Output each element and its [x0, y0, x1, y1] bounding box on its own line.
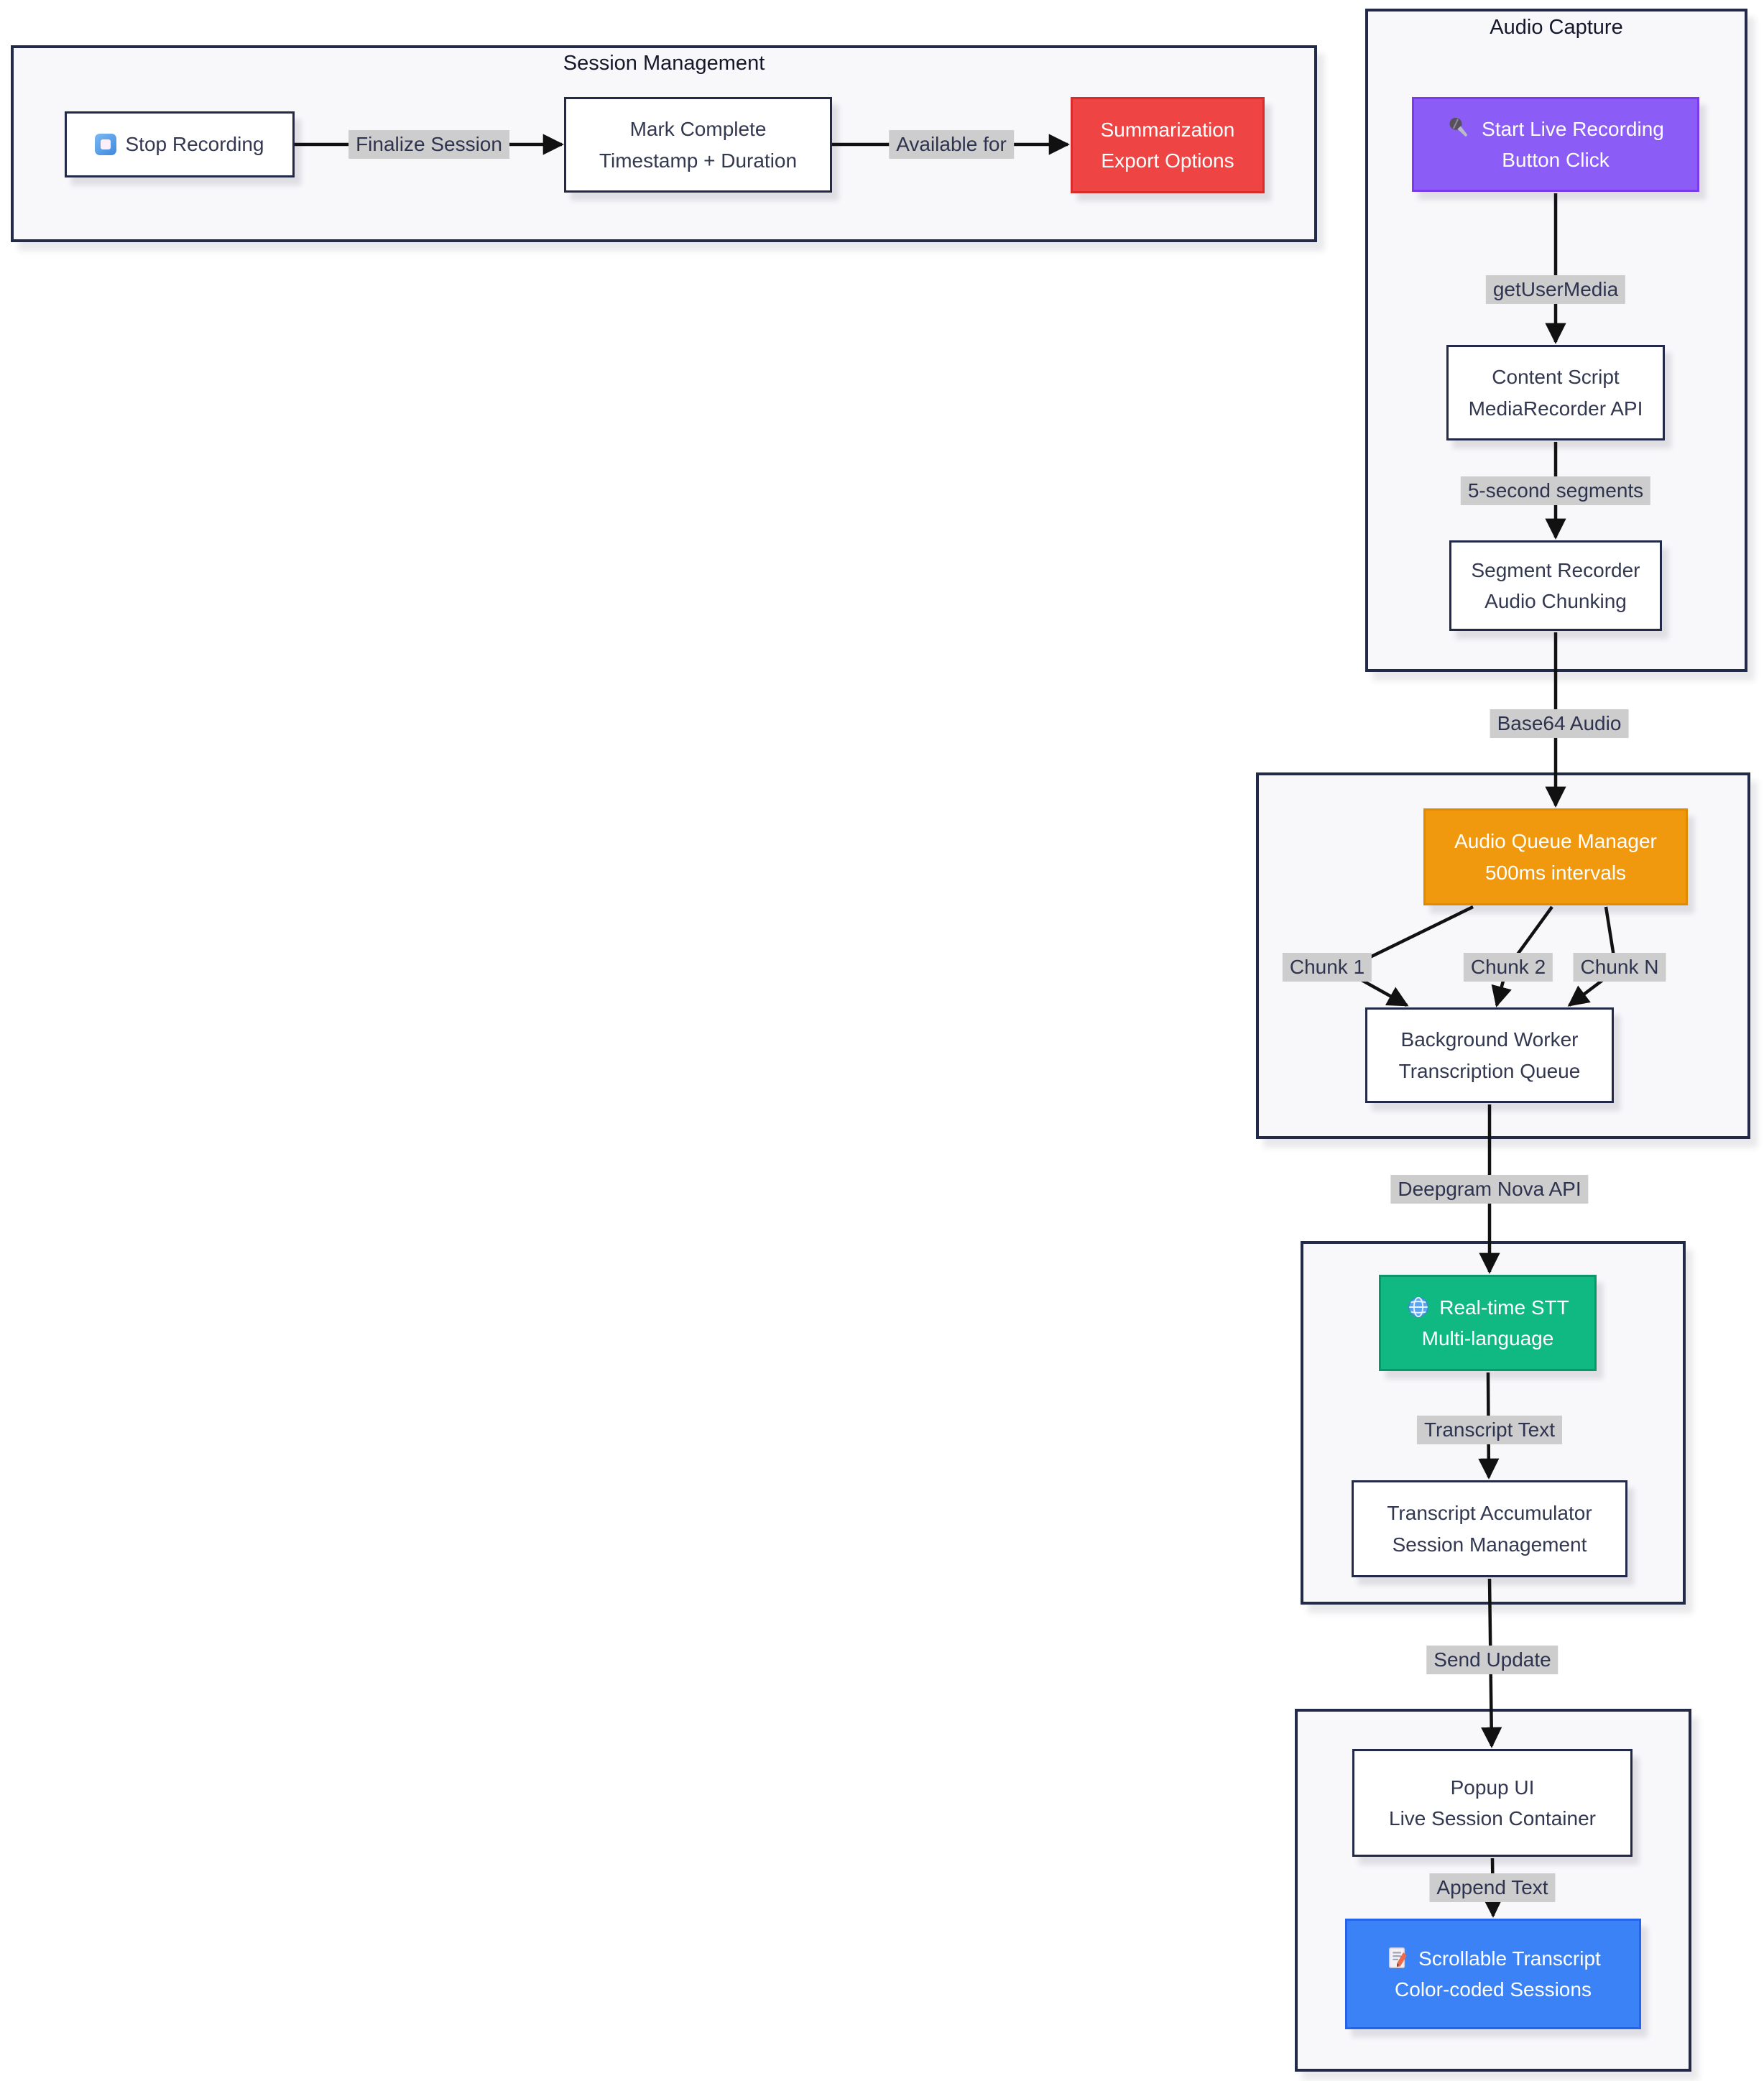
node-popup-ui: Popup UI Live Session Container [1352, 1749, 1633, 1857]
node-audio-queue-line1: Audio Queue Manager [1454, 830, 1657, 853]
subgraph-title-audio-capture: Audio Capture [1490, 16, 1623, 39]
node-transcript-accumulator-line2: Session Management [1392, 1533, 1587, 1556]
node-segment-recorder: Segment Recorder Audio Chunking [1449, 540, 1662, 631]
node-start-recording-line2: Button Click [1502, 149, 1610, 171]
node-summarization-line2: Export Options [1101, 149, 1234, 172]
edge-label-transcript-text: Transcript Text [1416, 1416, 1563, 1444]
edge-label-getusermedia: getUserMedia [1485, 275, 1626, 304]
stop-icon [95, 133, 117, 155]
edge-label-5-second-segments: 5-second segments [1460, 476, 1651, 505]
globe-icon [1406, 1295, 1431, 1319]
node-background-worker: Background Worker Transcription Queue [1365, 1007, 1614, 1103]
node-start-live-recording: Start Live Recording Button Click [1412, 97, 1699, 192]
edge-label-chunk-2: Chunk 2 [1463, 953, 1553, 982]
edge-label-finalize-session: Finalize Session [348, 130, 509, 159]
node-segment-recorder-line2: Audio Chunking [1484, 590, 1627, 612]
node-segment-recorder-line1: Segment Recorder [1471, 558, 1640, 581]
node-mark-complete-line1: Mark Complete [629, 118, 767, 141]
edge-label-append-text: Append Text [1429, 1873, 1556, 1902]
edge-label-available-for: Available for [889, 130, 1014, 159]
node-content-script-line2: MediaRecorder API [1468, 397, 1643, 420]
node-background-worker-line2: Transcription Queue [1398, 1059, 1581, 1082]
node-popup-ui-line1: Popup UI [1450, 1776, 1535, 1799]
node-audio-queue-manager: Audio Queue Manager 500ms intervals [1423, 808, 1688, 905]
edge-label-base64-audio: Base64 Audio [1490, 709, 1629, 738]
memo-icon [1385, 1946, 1410, 1970]
node-scrollable-transcript-line2: Color-coded Sessions [1395, 1978, 1592, 2001]
node-stop-recording: Stop Recording [65, 111, 295, 177]
node-start-recording-line1: Start Live Recording [1482, 117, 1664, 140]
node-realtime-stt: Real-time STT Multi-language [1379, 1275, 1597, 1371]
node-scrollable-transcript-line1: Scrollable Transcript [1418, 1947, 1601, 1970]
node-popup-ui-line2: Live Session Container [1389, 1807, 1596, 1829]
node-stop-recording-label: Stop Recording [125, 133, 264, 156]
edge-label-deepgram-nova-api: Deepgram Nova API [1390, 1175, 1589, 1204]
node-transcript-accumulator-line1: Transcript Accumulator [1387, 1502, 1592, 1525]
microphone-icon [1447, 116, 1473, 142]
node-summarization-line1: Summarization [1100, 118, 1235, 141]
node-mark-complete-line2: Timestamp + Duration [599, 149, 798, 172]
node-content-script: Content Script MediaRecorder API [1446, 345, 1665, 440]
node-content-script-line1: Content Script [1492, 366, 1620, 389]
node-summarization-export: Summarization Export Options [1071, 97, 1265, 193]
node-transcript-accumulator: Transcript Accumulator Session Managemen… [1352, 1480, 1627, 1577]
node-background-worker-line1: Background Worker [1400, 1028, 1579, 1051]
node-scrollable-transcript: Scrollable Transcript Color-coded Sessio… [1345, 1919, 1641, 2029]
subgraph-title-session-management: Session Management [563, 52, 765, 75]
node-realtime-stt-line2: Multi-language [1421, 1327, 1554, 1349]
node-audio-queue-line2: 500ms intervals [1484, 861, 1627, 884]
edge-label-chunk-n: Chunk N [1573, 953, 1666, 982]
edge-label-chunk-1: Chunk 1 [1282, 953, 1372, 982]
edge-label-send-update: Send Update [1426, 1646, 1558, 1674]
node-mark-complete: Mark Complete Timestamp + Duration [564, 97, 832, 193]
node-realtime-stt-line1: Real-time STT [1439, 1296, 1569, 1319]
